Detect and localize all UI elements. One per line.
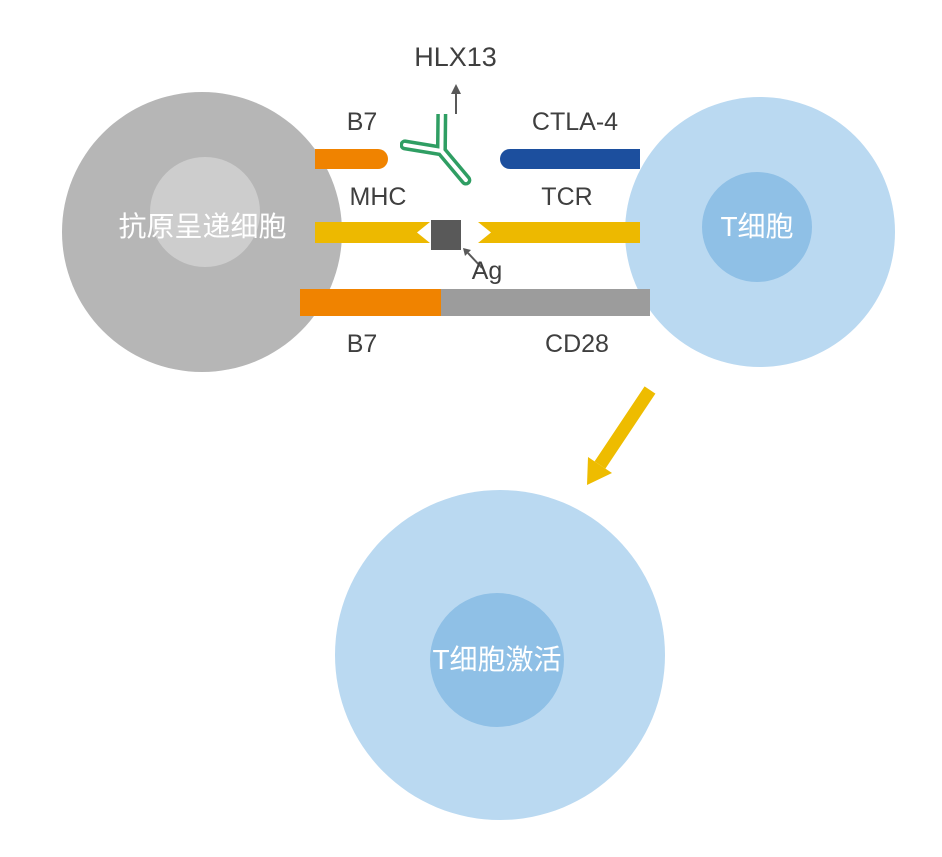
b7-top-label: B7 [346, 108, 378, 136]
activated-t-cell-label: T细胞激活 [432, 644, 562, 675]
apc-label: 抗原呈递细胞 [118, 211, 287, 242]
antigen-square [431, 220, 461, 250]
activated-t-cell-nucleus [430, 593, 564, 727]
ag-label: Ag [471, 257, 503, 285]
cd28-bar [441, 289, 650, 316]
apc-nucleus [150, 157, 260, 267]
mhc-label: MHC [349, 183, 407, 211]
antibody-icon [400, 114, 472, 186]
b7-bottom-label: B7 [346, 330, 378, 358]
tcr-bar [478, 222, 640, 243]
activation-arrow-icon [587, 386, 656, 485]
t-cell-label: T细胞 [720, 211, 794, 242]
hlx13-pointer-arrow-icon [451, 84, 461, 114]
b7-bottom-bar [300, 289, 441, 316]
ctla4-label: CTLA-4 [531, 108, 619, 136]
b7-top-bar [315, 149, 388, 169]
ctla4-bar [500, 149, 640, 169]
hlx13-label: HLX13 [414, 42, 497, 72]
mhc-bar [315, 222, 430, 243]
tcr-label: TCR [541, 183, 593, 211]
t-cell-nucleus [702, 172, 812, 282]
cd28-label: CD28 [545, 330, 609, 358]
